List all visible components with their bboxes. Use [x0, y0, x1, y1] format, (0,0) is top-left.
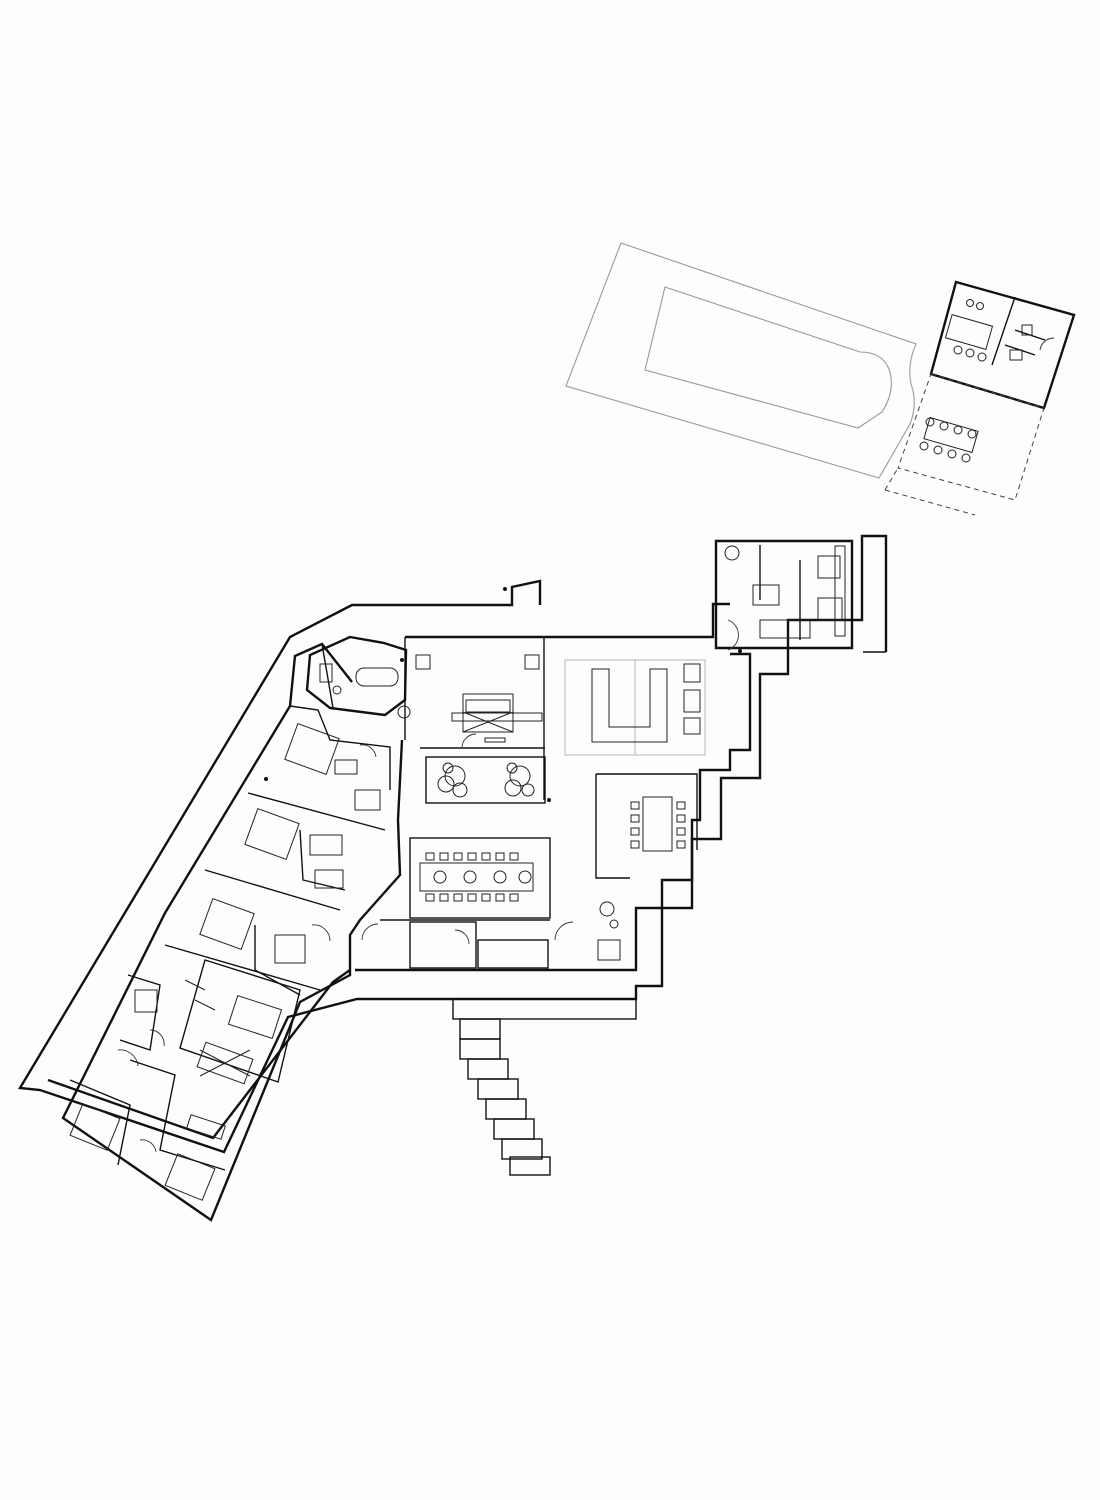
- main-living-block: [355, 602, 752, 972]
- pool-house: [929, 280, 1076, 410]
- pool-pergola: [884, 373, 1045, 516]
- structural-columns: [264, 587, 742, 802]
- service-room: [714, 539, 854, 651]
- swimming-pool: [565, 242, 917, 479]
- terrace-outline: [17, 534, 888, 1154]
- exterior-stairs: [452, 998, 637, 1176]
- bedroom-wing: [61, 635, 411, 1222]
